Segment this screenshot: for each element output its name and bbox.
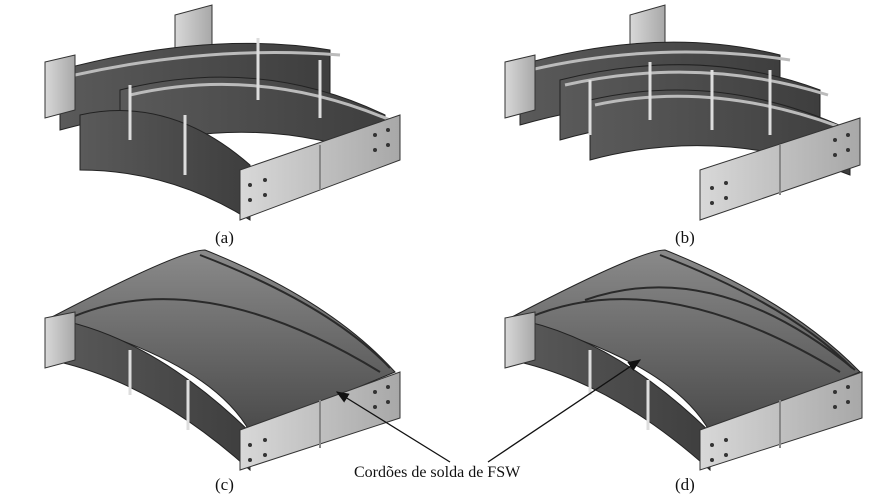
panel-d-label: (d) — [675, 475, 695, 494]
callout-arrow-left — [335, 391, 451, 463]
callout-text: Cordões de solda de FSW — [354, 464, 521, 481]
panel-b-structure — [504, 4, 861, 221]
panel-a-structure — [44, 4, 401, 221]
panel-d-structure — [504, 249, 863, 472]
panel-c-label: (c) — [215, 475, 234, 494]
panel-c-structure — [44, 249, 401, 472]
panel-b-label: (b) — [675, 228, 695, 247]
panel-a-label: (a) — [215, 228, 234, 247]
callout-arrow-right — [487, 359, 642, 463]
